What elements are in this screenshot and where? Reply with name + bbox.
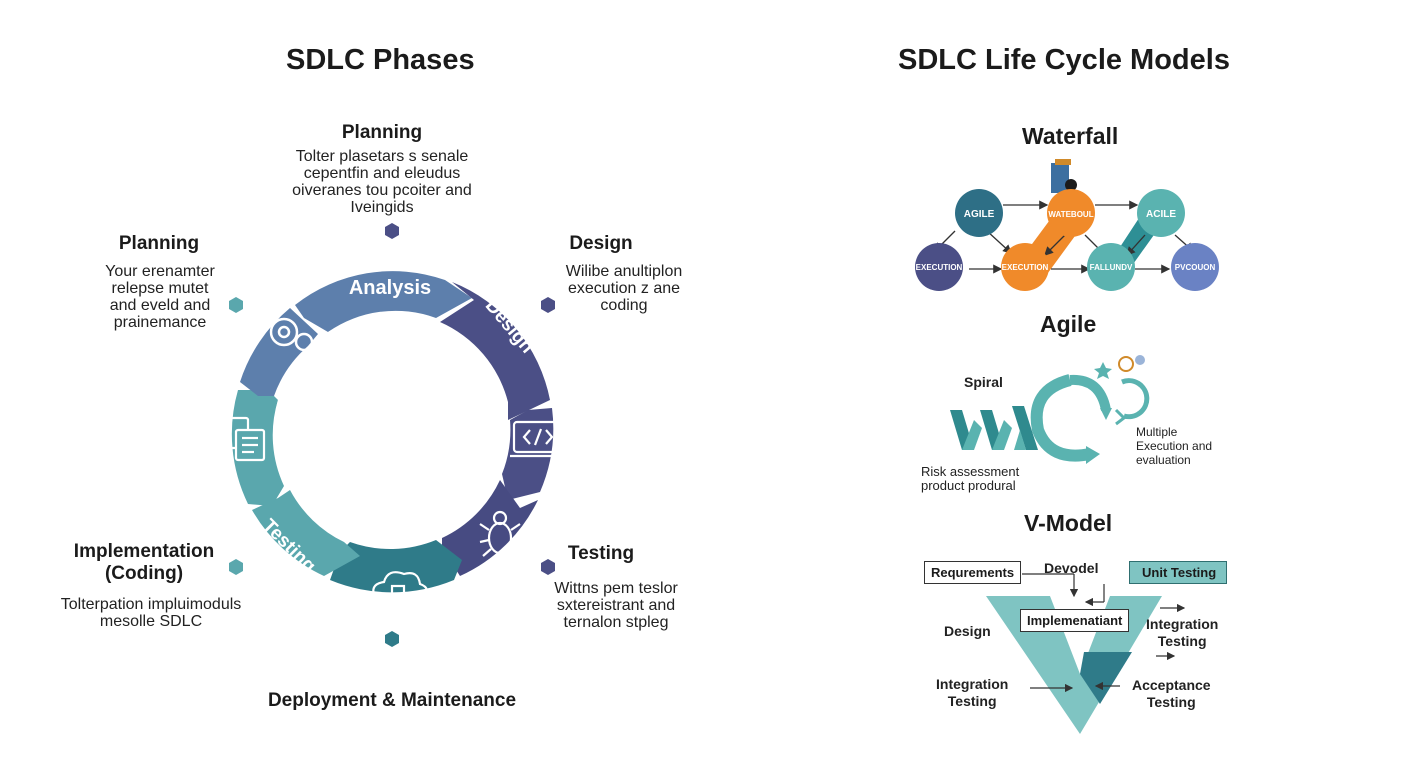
vmodel-diagram — [986, 573, 1186, 734]
sdlc-phases-title: SDLC Phases — [286, 44, 475, 76]
segment-bug — [442, 480, 538, 576]
segment-design — [440, 282, 550, 420]
wf-node-fallundv: FALLUNDV — [1090, 263, 1133, 272]
gear-icon — [269, 317, 319, 361]
agile-spiral-label: Spiral — [964, 374, 1003, 390]
design-side-label: Design — [569, 233, 633, 254]
zigzag-icon — [950, 406, 1038, 450]
cycle-arrow-icon — [1030, 374, 1112, 464]
implementation-desc: Tolterpation impluimoduls mesolle SDLC — [60, 596, 242, 630]
decorative-dots-icon — [1094, 355, 1145, 379]
vmodel-acceptance-label: Acceptance Testing — [1132, 677, 1211, 710]
wf-node-acile: ACILE — [1146, 209, 1176, 220]
agile-title: Agile — [1040, 311, 1097, 337]
wf-node-wateboul: WATEBOUL — [1048, 210, 1093, 219]
waterfall-title: Waterfall — [1022, 123, 1119, 149]
ring-marker-dots — [229, 223, 555, 647]
wf-node-pvcouon: PVCOUON — [1175, 263, 1216, 272]
sdlc-models-title: SDLC Life Cycle Models — [898, 44, 1230, 76]
testing-side-label: Testing — [567, 543, 635, 564]
small-cycle-icon — [1114, 378, 1150, 426]
vmodel-implementation-box: Implemenatiant — [1020, 609, 1130, 632]
design-side-desc: Wilibe anultiplon execution z ane coding — [565, 263, 683, 314]
wf-node-execution-1: EXECUTION — [916, 263, 963, 272]
planning-left-label: Planning — [118, 233, 200, 254]
waterfall-person-icon — [1051, 159, 1077, 193]
sdlc-cycle-ring: Analysis Design Testing — [220, 271, 566, 602]
implementation-label: Implementation (Coding) — [73, 541, 215, 584]
vmodel-integration-left-label: Integration Testing — [936, 676, 1009, 709]
segment-deploy — [330, 540, 462, 593]
planning-top-label: Planning — [341, 122, 423, 143]
segment-analysis — [295, 271, 472, 332]
cloud-icon — [372, 571, 429, 602]
segment-testing — [252, 490, 360, 576]
bug-icon — [479, 510, 521, 557]
vmodel-design-label: Design — [944, 623, 991, 639]
waterfall-diagram: AGILE WATEBOUL ACILE EXECUTION EXECUTION… — [915, 159, 1219, 291]
vmodel-devodel-label: Devodel — [1044, 560, 1099, 576]
agile-risk-label: Risk assessment product produral — [921, 464, 1020, 493]
vmodel-requirements-box: Requrements — [924, 561, 1022, 584]
vmodel-integration-right-label: Integration Testing — [1146, 616, 1219, 649]
planning-top-desc: Tolter plasetars s senale cepentfin and … — [292, 148, 472, 216]
testing-side-desc: Wittns pem teslor sxtereistrant and tern… — [554, 580, 678, 631]
planning-left-desc: Your erenamter relepse mutet and eveld a… — [105, 263, 215, 331]
document-icon — [220, 416, 266, 462]
wf-node-agile: AGILE — [964, 209, 995, 220]
vmodel-unit-testing-box: Unit Testing — [1129, 561, 1228, 584]
ring-analysis-label: Analysis — [349, 277, 431, 299]
vmodel-title: V-Model — [1024, 510, 1113, 536]
segment-gear — [240, 308, 318, 396]
agile-spiral-diagram — [950, 355, 1150, 464]
deployment-maintenance-label: Deployment & Maintenance — [267, 690, 517, 711]
agile-multiple-label: Multiple Execution and evaluation — [1136, 425, 1213, 467]
code-icon — [510, 420, 566, 458]
wf-node-execution-2: EXECUTION — [1002, 263, 1049, 272]
